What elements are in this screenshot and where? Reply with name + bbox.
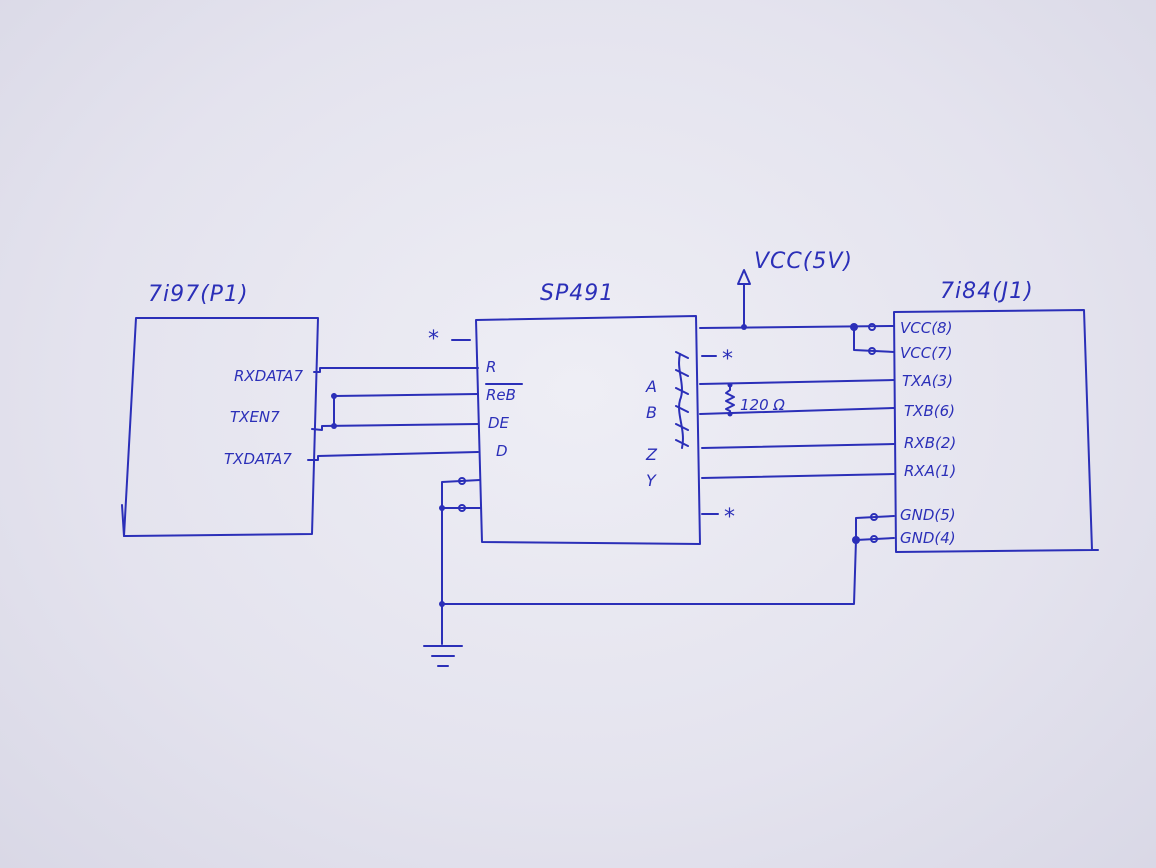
- u1-pin-a: A: [645, 377, 657, 396]
- u1-pin-de: DE: [488, 414, 510, 432]
- wire-txdata7-d: [307, 451, 479, 461]
- j1-pin-gnd5: GND(5): [900, 506, 956, 524]
- wire-u1-gnd-a: [441, 479, 481, 645]
- junction-u1-gnd: [439, 505, 445, 511]
- p1-pin-txdata7: TXDATA7: [224, 450, 292, 468]
- u1-pin-reb: ReB: [486, 386, 516, 404]
- vcc-arrow-symbol: [737, 269, 751, 285]
- vcc-label: VCC(5V): [754, 249, 853, 274]
- pin-dot-u1-gnd-a: [458, 477, 466, 485]
- wire-y-rxa: [701, 473, 895, 479]
- component-u1: SP491 R ReB DE D A B Z Y: [475, 281, 701, 545]
- component-j1: 7i84(J1) VCC(8) VCC(7) TXA(3) TXB(6) RXB…: [893, 279, 1099, 553]
- j1-pin-txa3: TXA(3): [902, 372, 953, 390]
- pin-dot-gnd5: [870, 513, 878, 521]
- nc-mark-u1-right-bottom: *: [724, 505, 736, 530]
- pin-dot-vcc7: [868, 347, 876, 355]
- no-connect-marks: * * *: [428, 327, 736, 530]
- u1-pin-d: D: [496, 442, 508, 460]
- j1-pin-gnd4: GND(4): [900, 529, 956, 547]
- wire-a-txa: [699, 379, 895, 385]
- junction-gnd-bus: [439, 601, 445, 607]
- wire-vcc-bus: [699, 325, 895, 329]
- junction-reb: [331, 393, 337, 399]
- nc-mark-u1-left: *: [428, 327, 440, 352]
- p1-pin-txen7: TXEN7: [230, 408, 280, 426]
- wire-b-txb: [699, 407, 895, 415]
- wire-gnd4: [855, 537, 895, 541]
- wire-vcc7: [853, 326, 895, 353]
- resistor-label: 120 Ω: [740, 396, 785, 414]
- wires-p1-to-u1: [307, 367, 479, 461]
- wire-gnd-return: [441, 539, 857, 605]
- ground-network: [423, 477, 895, 667]
- vcc-supply: VCC(5V): [699, 249, 895, 355]
- j1-pin-vcc8: VCC(8): [900, 319, 952, 337]
- pin-dot-vcc8: [868, 323, 876, 331]
- component-p1: 7i97(P1) RXDATA7 TXEN7 TXDATA7: [121, 282, 319, 537]
- u1-pin-z: Z: [645, 445, 658, 464]
- u1-pin-b: B: [646, 403, 657, 422]
- wire-txen7-reb: [333, 393, 479, 397]
- wire-txen7-de: [311, 423, 479, 431]
- u1-box: [475, 315, 701, 545]
- resistor-120: 120 Ω: [725, 382, 785, 417]
- p1-pin-rxdata7: RXDATA7: [234, 367, 303, 385]
- u1-pin-y: Y: [646, 471, 657, 490]
- u1-pin-r: R: [486, 358, 496, 376]
- resistor-zigzag: [725, 385, 735, 415]
- j1-title: 7i84(J1): [940, 279, 1034, 304]
- u1-scribble-mark: [678, 353, 684, 449]
- j1-pin-txb6: TXB(6): [904, 402, 955, 420]
- wires-u1-to-j1: [699, 379, 895, 479]
- u1-title: SP491: [540, 281, 614, 306]
- p1-box-tail: [121, 504, 125, 537]
- wire-z-rxb: [701, 443, 895, 449]
- p1-box: [123, 317, 319, 537]
- j1-pin-vcc7: VCC(7): [900, 344, 952, 362]
- u1-scribble-hatch: [675, 351, 689, 447]
- j1-pin-rxb2: RXB(2): [904, 434, 956, 452]
- j1-pin-rxa1: RXA(1): [904, 462, 956, 480]
- junction-vcc: [741, 324, 747, 330]
- nc-mark-u1-right-top: *: [722, 347, 734, 372]
- p1-title: 7i97(P1): [148, 282, 249, 307]
- junction-de: [331, 423, 337, 429]
- wire-gnd5: [855, 515, 895, 541]
- pin-dot-gnd4: [870, 535, 878, 543]
- pin-dot-u1-gnd-b: [458, 504, 466, 512]
- wire-rxdata7-r: [313, 367, 479, 373]
